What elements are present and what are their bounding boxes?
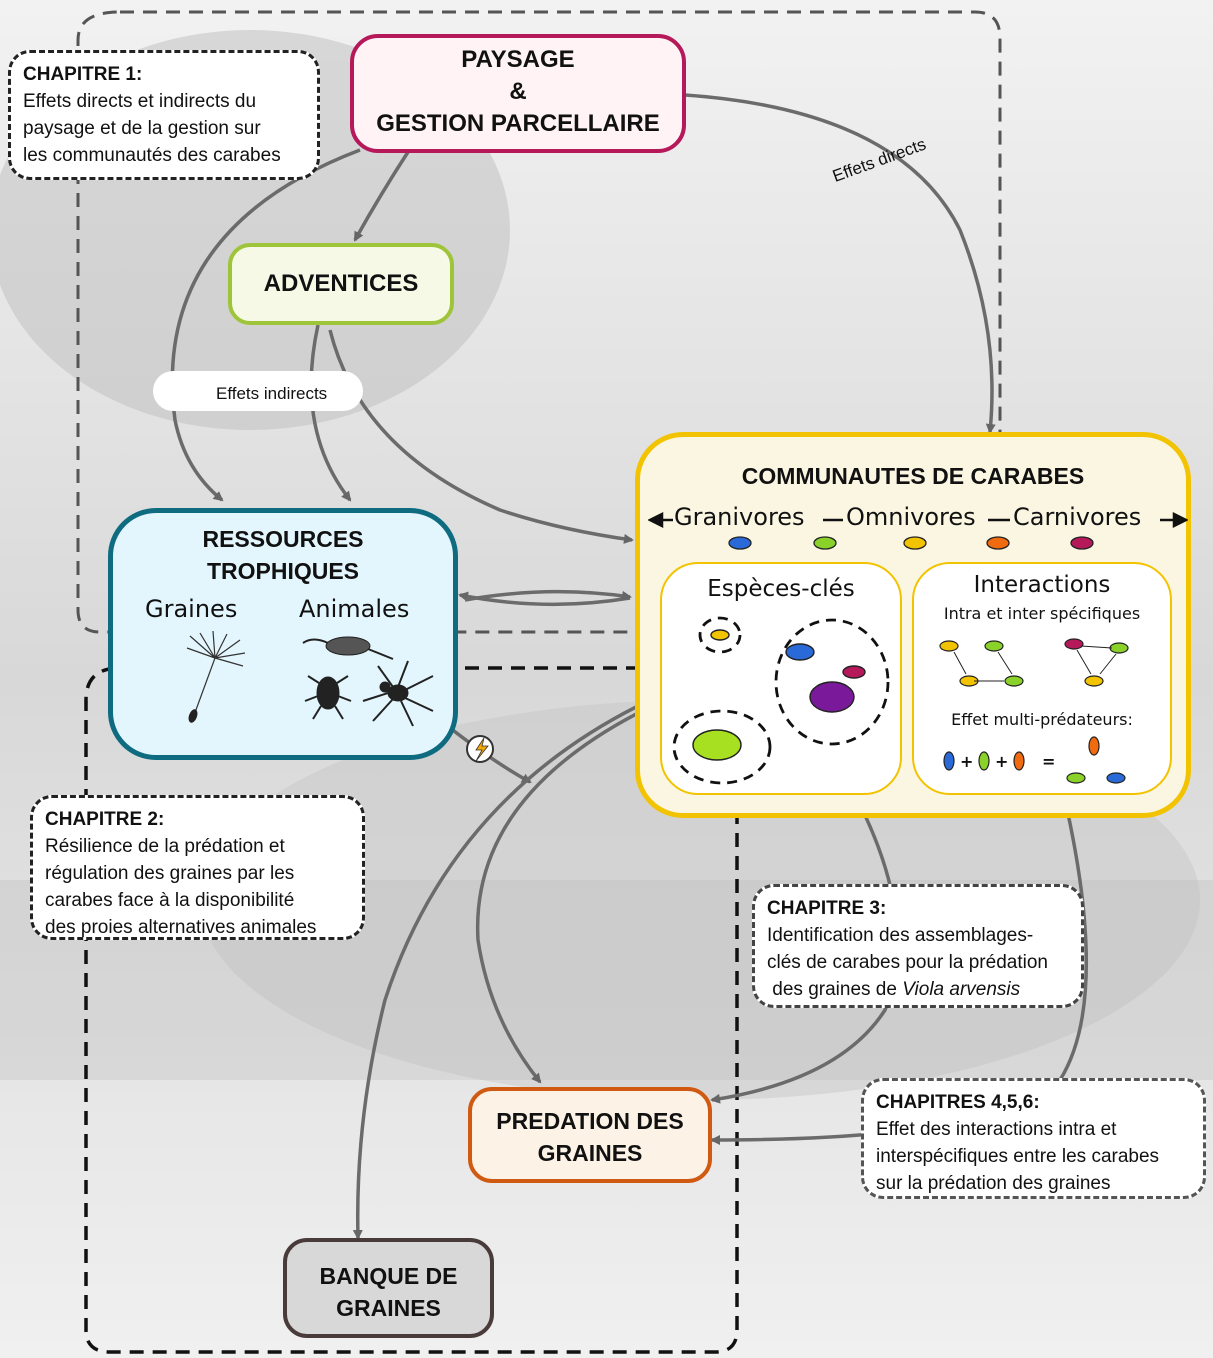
especes-cles-box: Espèces-clés	[660, 562, 902, 795]
chapitre3-box: CHAPITRE 3: Identification des assemblag…	[752, 884, 1084, 1008]
key-species-icon	[672, 616, 890, 785]
chapitre1-line3: les communautés des carabes	[23, 145, 281, 166]
interactions-box: Interactions Intra et inter spécifiques …	[912, 562, 1172, 795]
banque-line2: GRAINES	[336, 1295, 441, 1321]
multi-predators-icon: + + =	[943, 736, 1126, 784]
adventices-title: ADVENTICES	[263, 270, 419, 297]
ressources-line2: TROPHIQUES	[206, 558, 360, 584]
svg-text:+: +	[960, 752, 973, 771]
ressources-box: RESSOURCES TROPHIQUES Graines Animales	[108, 508, 458, 760]
chapitres456-line1: Effet des interactions intra et	[876, 1119, 1117, 1140]
arrow-adventices-ressources	[309, 324, 352, 502]
chapitre1-title: CHAPITRE 1:	[23, 64, 143, 85]
arrow-paysage-adventices	[353, 151, 410, 242]
predation-line2: GRAINES	[537, 1140, 643, 1166]
predation-box: PREDATION DES GRAINES	[468, 1087, 712, 1183]
graines-label: Graines	[145, 595, 238, 623]
banque-line1: BANQUE DE	[319, 1263, 458, 1289]
intra-inter-label: Intra et inter spécifiques	[943, 604, 1141, 623]
communautes-box: COMMUNAUTES DE CARABES Granivores Omnivo…	[635, 432, 1191, 818]
svg-text:=: =	[1042, 752, 1055, 771]
paysage-line1: PAYSAGE	[461, 46, 575, 73]
arrow-paysage-ressources	[170, 148, 361, 502]
omnivores-label: Omnivores	[846, 503, 976, 531]
banque-box: BANQUE DE GRAINES	[283, 1238, 494, 1338]
effets-indirects-pill	[153, 371, 363, 411]
chapitre3-title: CHAPITRE 3:	[767, 898, 887, 919]
chapitre2-line1: Résilience de la prédation et	[45, 836, 285, 857]
chapitre3-line2: clés de carabes pour la prédation	[767, 952, 1048, 973]
carnivores-label: Carnivores	[1013, 503, 1142, 531]
chapitre1-box: CHAPITRE 1: Effets directs et indirects …	[8, 50, 320, 180]
arrow-communautes-banque	[352, 703, 641, 1240]
chapitre2-box: CHAPITRE 2: Résilience de la prédation e…	[30, 795, 365, 940]
arrow-ressources-communautes	[464, 589, 632, 602]
ressources-line1: RESSOURCES	[202, 526, 364, 552]
chapitre2-line4: des proies alternatives animales	[45, 917, 317, 938]
multi-predateurs-label: Effet multi-prédateurs:	[951, 710, 1133, 729]
seed-icon	[186, 630, 246, 723]
beetle-row-icon	[728, 536, 1094, 550]
paysage-box: PAYSAGE & GESTION PARCELLAIRE	[350, 34, 686, 153]
animals-icon	[302, 636, 434, 727]
adventices-box: ADVENTICES	[228, 243, 454, 325]
arrow-chap3-predation	[710, 794, 899, 1104]
effets-indirects-label: Effets indirects	[216, 384, 328, 403]
chapitre3-line3a: des graines de	[767, 979, 903, 1000]
chapitre3-species: Viola arvensis	[902, 979, 1021, 1000]
arrow-paysage-communautes	[684, 93, 996, 434]
communautes-title: COMMUNAUTES DE CARABES	[741, 463, 1085, 489]
svg-text:+: +	[995, 752, 1008, 771]
arrow-communautes-predation	[475, 710, 641, 1084]
predation-line1: PREDATION DES	[496, 1108, 684, 1134]
interactions-icon	[939, 638, 1129, 687]
chapitre2-line2: régulation des graines par les	[45, 863, 295, 884]
lightning-icon	[466, 735, 494, 763]
chapitre1-line2: paysage et de la gestion sur	[23, 118, 261, 139]
paysage-line3: GESTION PARCELLAIRE	[376, 110, 660, 137]
interactions-label: Interactions	[973, 572, 1111, 598]
granivores-label: Granivores	[674, 503, 805, 531]
chapitre3-line1: Identification des assemblages-	[767, 925, 1034, 946]
chapitre1-line1: Effets directs et indirects du	[23, 91, 257, 112]
paysage-line2: &	[509, 78, 527, 105]
chapitres456-line2: interspécifiques entre les carabes	[876, 1146, 1160, 1167]
especes-cles-label: Espèces-clés	[707, 576, 855, 602]
spectrum-arrow	[648, 507, 1188, 533]
chapitre2-title: CHAPITRE 2:	[45, 809, 165, 830]
animales-label: Animales	[299, 595, 410, 623]
chapitres456-line3: sur la prédation des graines	[876, 1173, 1111, 1194]
chapitres456-title: CHAPITRES 4,5,6:	[876, 1092, 1040, 1113]
chapitre2-line3: carabes face à la disponibilité	[45, 890, 295, 911]
chapitres456-box: CHAPITRES 4,5,6: Effet des interactions …	[861, 1078, 1206, 1199]
chapitre3-line3: des graines de Viola arvensis	[767, 976, 1069, 1003]
